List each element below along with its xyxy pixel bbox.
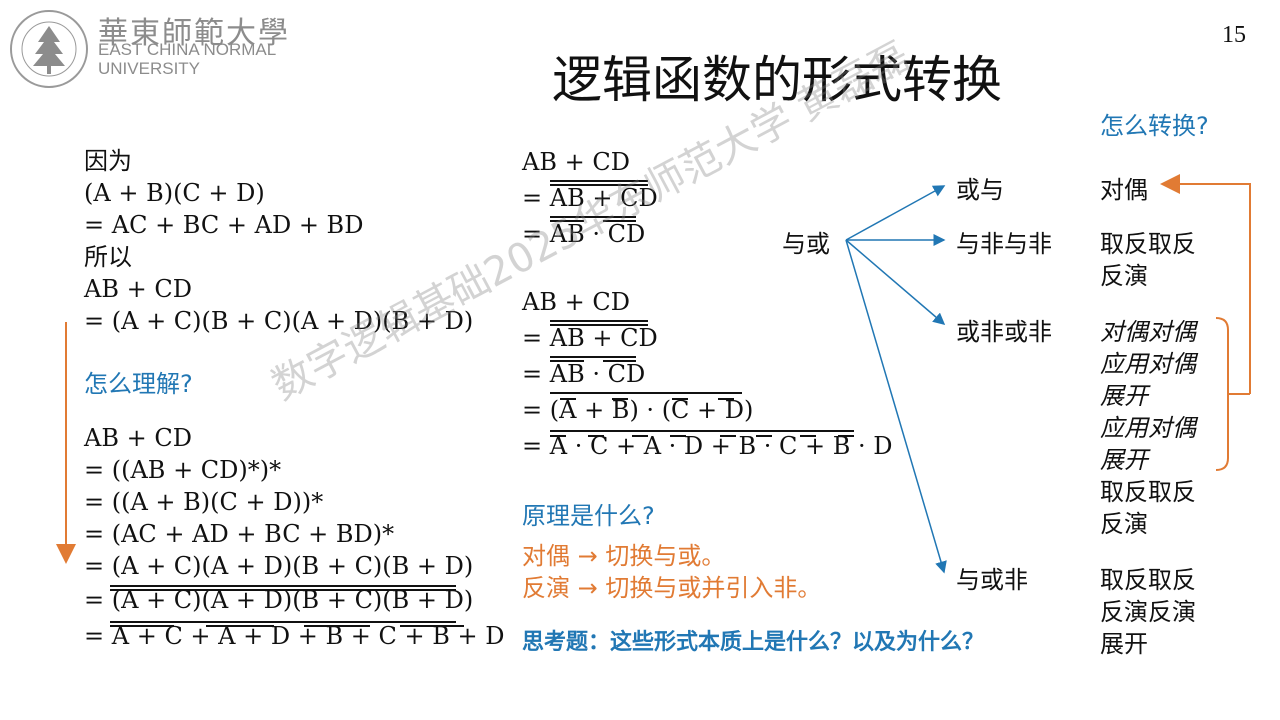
- overline: [550, 220, 584, 222]
- arrow-to-huofeihuofei: [845, 239, 946, 325]
- overline: [800, 435, 816, 437]
- overline: [550, 320, 648, 322]
- dual-line-2: = ((AB + CD)*)*: [84, 456, 282, 484]
- overline: [304, 625, 370, 627]
- left-line-4: 所以: [84, 243, 132, 271]
- university-seal-logo: [10, 10, 88, 88]
- overline: [670, 435, 686, 437]
- overline: [206, 625, 274, 627]
- demorgan-note: 反演 → 切换与或并引入非。: [522, 574, 822, 602]
- method-dual: 对偶: [1100, 176, 1148, 204]
- overline: [550, 180, 648, 182]
- overline: [550, 435, 566, 437]
- overline: [756, 435, 772, 437]
- overline: [110, 585, 456, 587]
- dual-line-7: = A + C + A + D + B + C + B + D: [84, 622, 505, 650]
- method-negate-negate-3: 取反取反: [1100, 566, 1196, 594]
- overline: [672, 398, 688, 400]
- mid1-line-1: AB + CD: [522, 148, 630, 176]
- target-huoyu-label: 或与: [956, 176, 1004, 204]
- logo-chinese-name: 華東師範大學: [98, 16, 290, 51]
- method-demorgan: 反演: [1100, 262, 1148, 290]
- method-dual-dual: 对偶对偶: [1100, 318, 1196, 346]
- method-apply-dual: 应用对偶: [1100, 350, 1196, 378]
- target-yuhuofei-label: 与或非: [956, 566, 1028, 594]
- mid2-line-3: = AB · CD: [522, 360, 646, 388]
- overline: [400, 625, 464, 627]
- dual-line-6: = (A + C)(A + D)(B + C)(B + D): [84, 586, 474, 614]
- slide-title: 逻辑函数的形式转换: [552, 51, 1002, 109]
- think-question: 思考题：这些形式本质上是什么？以及为什么？: [522, 630, 985, 655]
- overline: [550, 392, 742, 394]
- mid2-line-4: = (A + B) · (C + D): [522, 396, 754, 424]
- target-huofeihuofei-label: 或非或非: [956, 318, 1052, 346]
- overline: [550, 216, 636, 218]
- overline: [550, 430, 854, 432]
- method-demorgan-demorgan: 反演反演: [1100, 598, 1196, 626]
- left-line-2: (A + B)(C + D): [84, 179, 265, 207]
- mid2-line-2: = AB + CD: [522, 324, 658, 352]
- overline: [110, 589, 456, 591]
- arrow-to-huoyu: [845, 185, 946, 241]
- overline: [560, 398, 576, 400]
- overline: [603, 360, 636, 362]
- mid2-line-1: AB + CD: [522, 288, 630, 316]
- method-apply-dual-2: 应用对偶: [1100, 414, 1196, 442]
- overline: [550, 360, 584, 362]
- mid1-line-2: = AB + CD: [522, 184, 658, 212]
- orange-bracket: [1215, 317, 1229, 471]
- overline: [550, 356, 636, 358]
- overline: [720, 435, 736, 437]
- method-expand-2: 展开: [1100, 446, 1148, 474]
- dual-line-3: = ((A + B)(C + D))*: [84, 488, 324, 516]
- logo-english-line2: UNIVERSITY: [98, 59, 201, 78]
- method-expand: 展开: [1100, 382, 1148, 410]
- left-line-1: 因为: [84, 147, 132, 175]
- dual-line-4: = (AC + AD + BC + BD)*: [84, 520, 395, 548]
- orange-return-arrow: [1160, 174, 1251, 394]
- overline: [550, 184, 648, 186]
- overline: [838, 435, 854, 437]
- principle-question: 原理是什么?: [522, 502, 655, 530]
- understand-question: 怎么理解?: [84, 370, 193, 398]
- left-line-6: = (A + C)(B + C)(A + D)(B + D): [84, 307, 474, 335]
- source-form-label: 与或: [782, 230, 830, 258]
- dual-line-5: = (A + C)(A + D)(B + C)(B + D): [84, 552, 474, 580]
- how-question: 怎么转换?: [1100, 112, 1209, 140]
- mid1-line-3: = AB · CD: [522, 220, 646, 248]
- arrow-to-yuhuofei: [845, 239, 947, 574]
- overline: [718, 398, 734, 400]
- left-line-3: = AC + BC + AD + BD: [84, 211, 364, 239]
- overline: [110, 621, 456, 623]
- method-expand-3: 展开: [1100, 630, 1148, 658]
- overline: [550, 324, 648, 326]
- overline: [603, 220, 636, 222]
- mid2-line-5: = A · C + A · D + B · C + B · D: [522, 432, 893, 460]
- overline: [612, 398, 628, 400]
- dual-note: 对偶 → 切换与或。: [522, 542, 726, 570]
- overline: [588, 435, 604, 437]
- slide-number: 15: [1222, 22, 1246, 48]
- overline: [110, 625, 174, 627]
- dual-line-1: AB + CD: [84, 424, 192, 452]
- target-yufeiyufei-label: 与非与非: [956, 230, 1052, 258]
- overline: [632, 435, 648, 437]
- left-line-5: AB + CD: [84, 275, 192, 303]
- logo-english-line1: EAST CHINA NORMAL: [98, 40, 277, 59]
- method-demorgan-2: 反演: [1100, 510, 1148, 538]
- method-negate-negate-2: 取反取反: [1100, 478, 1196, 506]
- logo-english-name: EAST CHINA NORMAL UNIVERSITY: [98, 40, 276, 78]
- method-negate-negate: 取反取反: [1100, 230, 1196, 258]
